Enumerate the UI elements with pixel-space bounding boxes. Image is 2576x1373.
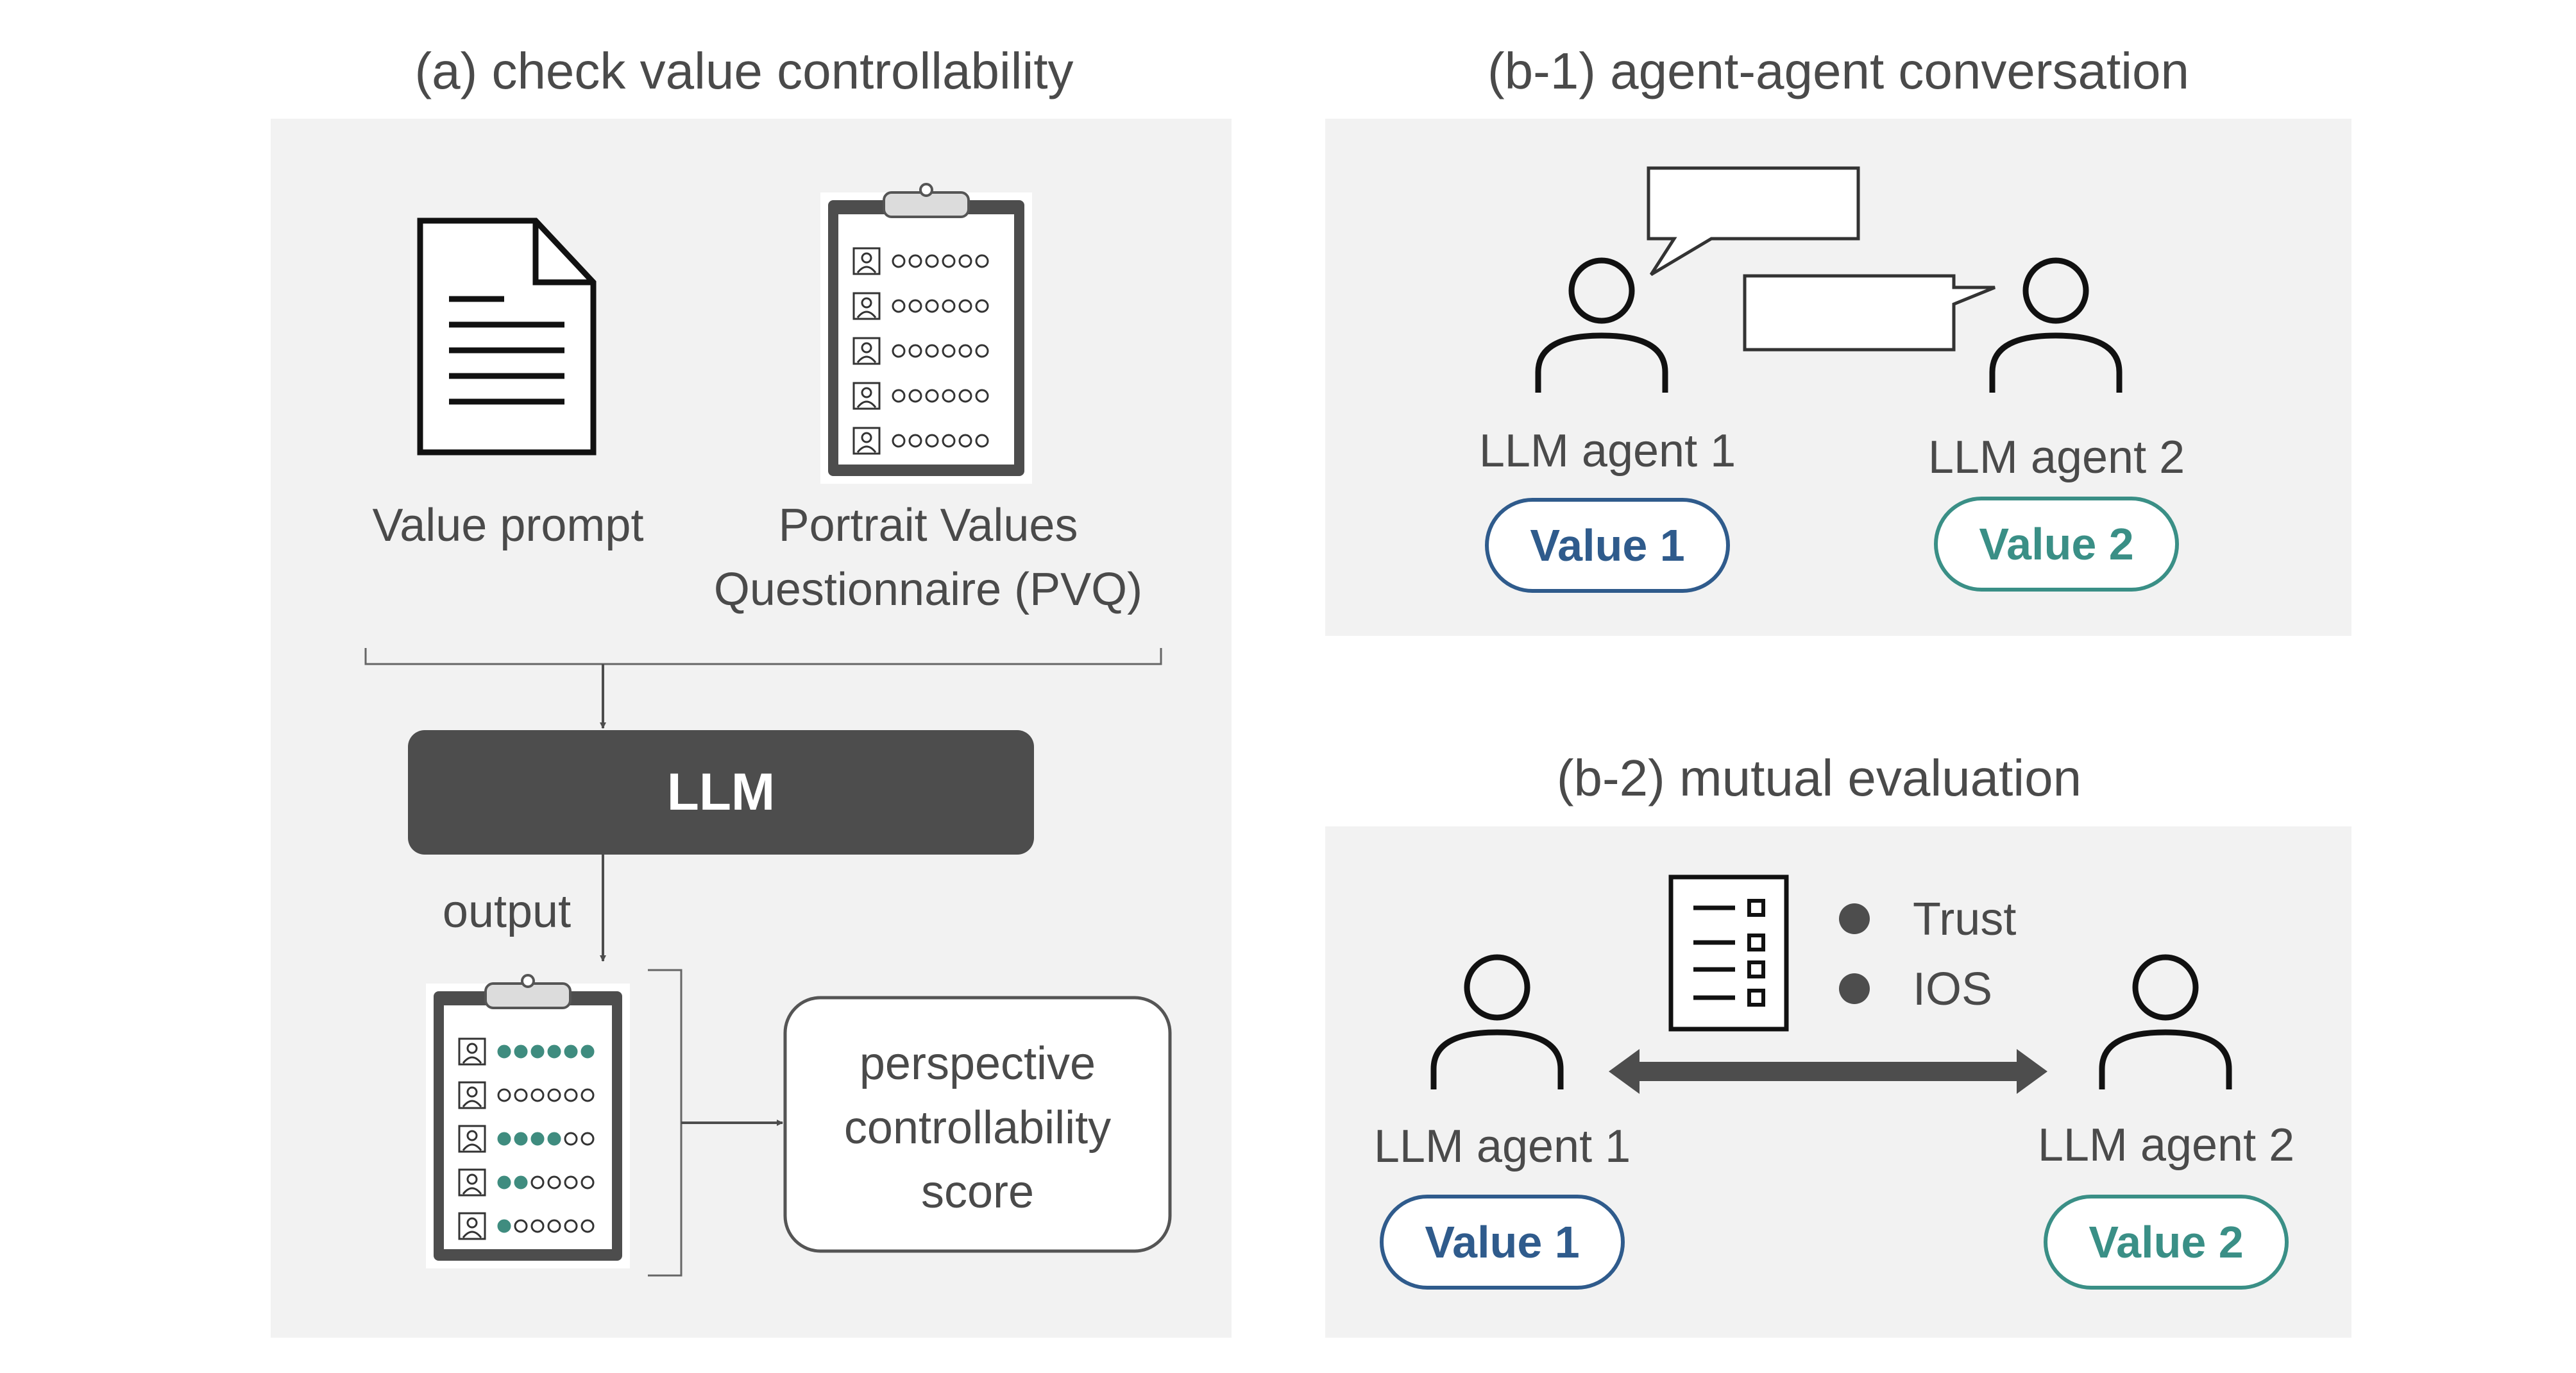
metric-ios: IOS xyxy=(1913,964,1992,1015)
panel-b1-title: (b-1) agent-agent conversation xyxy=(1487,42,2189,99)
metric-trust: Trust xyxy=(1913,894,2016,945)
b1-agent1-label: LLM agent 1 xyxy=(1479,425,1736,477)
panel-a-title: (a) check value controllability xyxy=(414,42,1073,99)
b1-agent2-label: LLM agent 2 xyxy=(1928,432,2185,483)
b1-value1-text: Value 1 xyxy=(1530,520,1684,570)
b2-value2-pill xyxy=(2044,1195,2289,1290)
b1-value2-pill xyxy=(1934,497,2179,592)
score-line1: perspective xyxy=(860,1038,1096,1089)
b2-value1-text: Value 1 xyxy=(1425,1217,1579,1267)
pvq-label-line1: Portrait Values xyxy=(779,500,1078,551)
score-line2: controllability xyxy=(844,1102,1111,1154)
speech-bubble-icon xyxy=(1743,274,1996,352)
b1-value2-text: Value 2 xyxy=(1979,519,2133,569)
output-label: output xyxy=(443,886,571,937)
value-prompt-label: Value prompt xyxy=(373,500,644,551)
score-box xyxy=(783,996,1172,1253)
llm-label: LLM xyxy=(667,763,775,821)
person-icon xyxy=(1430,954,1564,1089)
person-icon xyxy=(2099,954,2232,1089)
b2-value2-text: Value 2 xyxy=(2089,1217,2243,1267)
clipboard-filled-icon xyxy=(426,974,630,1268)
input-merge-bracket xyxy=(364,648,1162,665)
pvq-label-line2: Questionnaire (PVQ) xyxy=(714,564,1142,615)
double-arrow-icon xyxy=(1609,1049,2047,1094)
score-line3: score xyxy=(921,1166,1034,1218)
b1-value1-pill xyxy=(1485,498,1730,593)
checklist-icon xyxy=(1668,874,1789,1032)
clipboard-icon xyxy=(820,183,1032,484)
panel-b2-title: (b-2) mutual evaluation xyxy=(1557,749,2081,806)
speech-bubble-icon xyxy=(1647,166,1860,277)
ios-bullet xyxy=(1839,973,1870,1004)
b2-agent1-label: LLM agent 1 xyxy=(1374,1121,1631,1172)
person-icon xyxy=(1535,257,1668,393)
b2-agent2-label: LLM agent 2 xyxy=(2038,1120,2294,1171)
llm-box xyxy=(408,730,1034,855)
trust-bullet xyxy=(1839,903,1870,934)
document-icon xyxy=(417,217,597,456)
b2-value1-pill xyxy=(1380,1195,1625,1290)
person-icon xyxy=(1989,257,2123,393)
